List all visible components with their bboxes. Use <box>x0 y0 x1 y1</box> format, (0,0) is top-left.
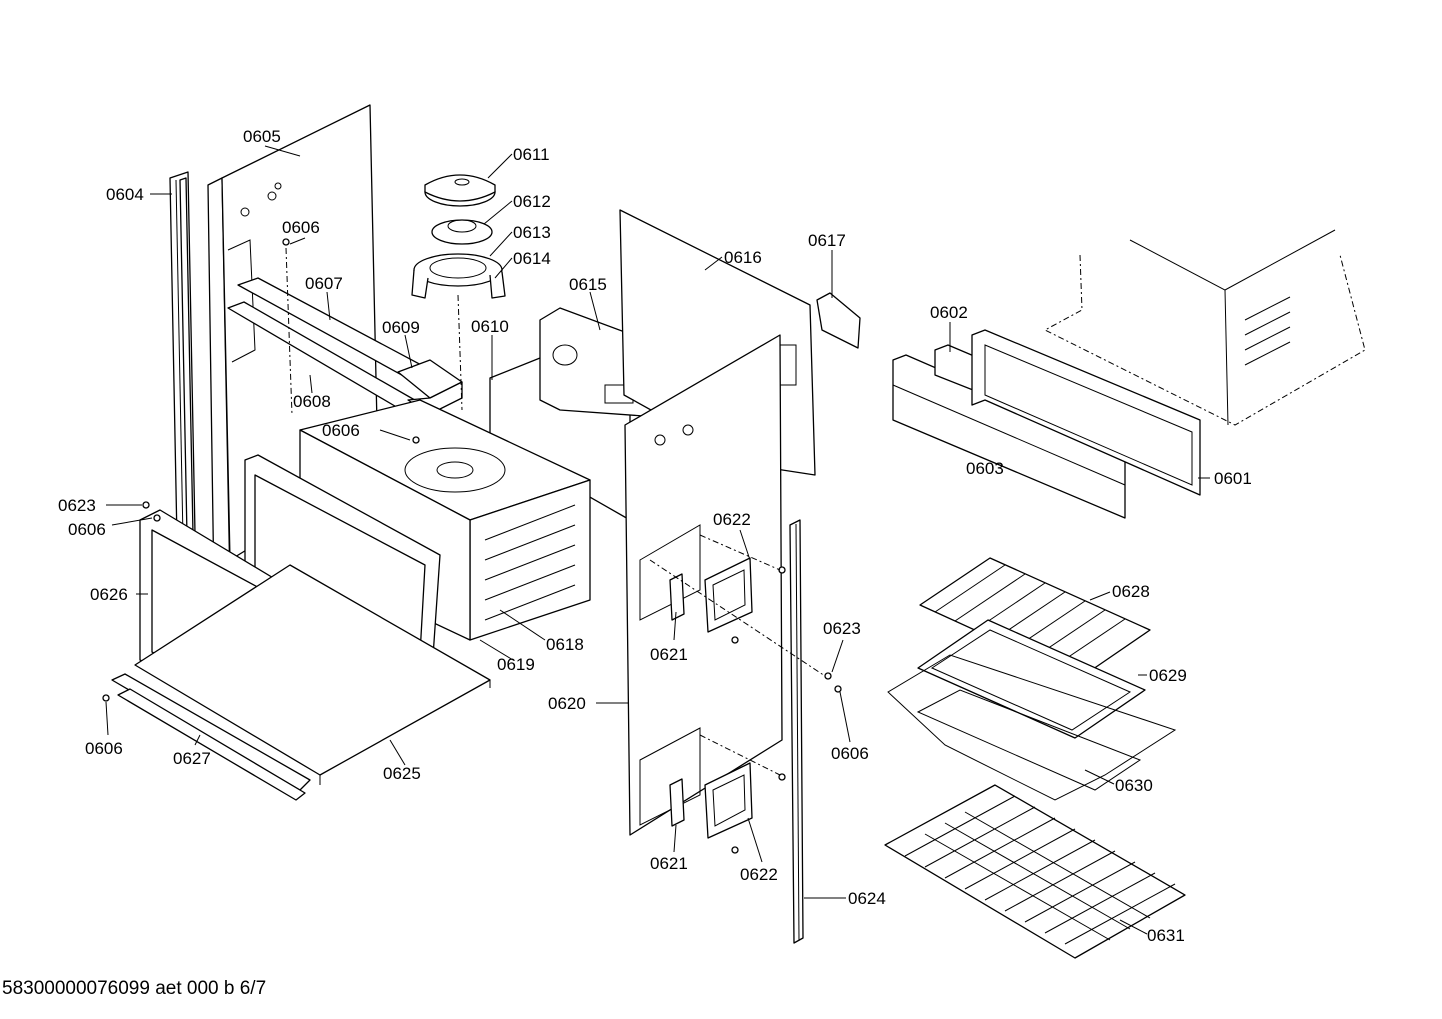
label-0606-left: 0606 <box>68 520 106 539</box>
outer-housing-outline <box>1043 229 1366 426</box>
label-0613: 0613 <box>513 223 551 242</box>
label-0630: 0630 <box>1115 776 1153 795</box>
label-0622-lower: 0622 <box>740 865 778 884</box>
label-0616: 0616 <box>724 248 762 267</box>
part-0631-grid-rack <box>884 784 1186 959</box>
label-0605: 0605 <box>243 127 281 146</box>
part-labels: 0604 0605 0606 0607 0608 0609 0610 0611 … <box>58 127 1252 945</box>
label-0606-bottom: 0606 <box>85 739 123 758</box>
part-0621-hinge-lower <box>669 778 685 827</box>
screw-fasteners <box>102 238 842 854</box>
label-0625: 0625 <box>383 764 421 783</box>
label-0631: 0631 <box>1147 926 1185 945</box>
label-0624: 0624 <box>848 889 886 908</box>
label-0606-mid: 0606 <box>322 421 360 440</box>
label-0606-top: 0606 <box>282 218 320 237</box>
part-0625-bottom-panel <box>134 564 491 785</box>
part-0617-cover-plate <box>816 292 861 349</box>
label-0601: 0601 <box>1214 469 1252 488</box>
label-0626: 0626 <box>90 585 128 604</box>
label-0623-right: 0623 <box>823 619 861 638</box>
label-0604: 0604 <box>106 185 144 204</box>
alignment-lines <box>285 247 826 776</box>
label-0607: 0607 <box>305 274 343 293</box>
label-0627: 0627 <box>173 749 211 768</box>
label-0628: 0628 <box>1112 582 1150 601</box>
label-0615: 0615 <box>569 275 607 294</box>
leader-lines <box>105 145 1210 935</box>
label-0620: 0620 <box>548 694 586 713</box>
fan-axis-line <box>457 294 463 411</box>
label-0618: 0618 <box>546 635 584 654</box>
document-footer-code: 58300000076099 aet 000 b 6/7 <box>2 978 267 999</box>
part-0603-fascia <box>892 354 1126 519</box>
label-0614: 0614 <box>513 249 551 268</box>
part-0620-side-panel <box>624 334 783 836</box>
label-0621-lower: 0621 <box>650 854 688 873</box>
label-0611: 0611 <box>513 145 550 164</box>
label-0612: 0612 <box>513 192 551 211</box>
label-0606-right: 0606 <box>831 744 869 763</box>
part-0622-hinge-plate-upper <box>704 557 753 633</box>
part-0611-fan-cover <box>424 174 496 207</box>
part-0622-hinge-plate-lower <box>704 762 753 839</box>
label-0610: 0610 <box>471 317 509 336</box>
label-0617: 0617 <box>808 231 846 250</box>
part-0604-side-strip <box>169 171 197 593</box>
label-0622-upper: 0622 <box>713 510 751 529</box>
part-0612-fan-plate <box>431 219 493 245</box>
part-0630-rack <box>887 654 1177 801</box>
label-0619: 0619 <box>497 655 535 674</box>
label-0608: 0608 <box>293 392 331 411</box>
part-0624-side-strip <box>789 519 804 944</box>
part-0601-control-frame <box>971 329 1201 496</box>
part-0627-bottom-rail <box>111 673 311 801</box>
label-0621-upper: 0621 <box>650 645 688 664</box>
label-0603: 0603 <box>966 459 1004 478</box>
label-0609: 0609 <box>382 318 420 337</box>
part-0621-hinge-upper <box>669 573 685 621</box>
label-0602: 0602 <box>930 303 968 322</box>
part-0613-fan-element <box>411 253 506 299</box>
label-0629: 0629 <box>1149 666 1187 685</box>
label-0623-left: 0623 <box>58 496 96 515</box>
